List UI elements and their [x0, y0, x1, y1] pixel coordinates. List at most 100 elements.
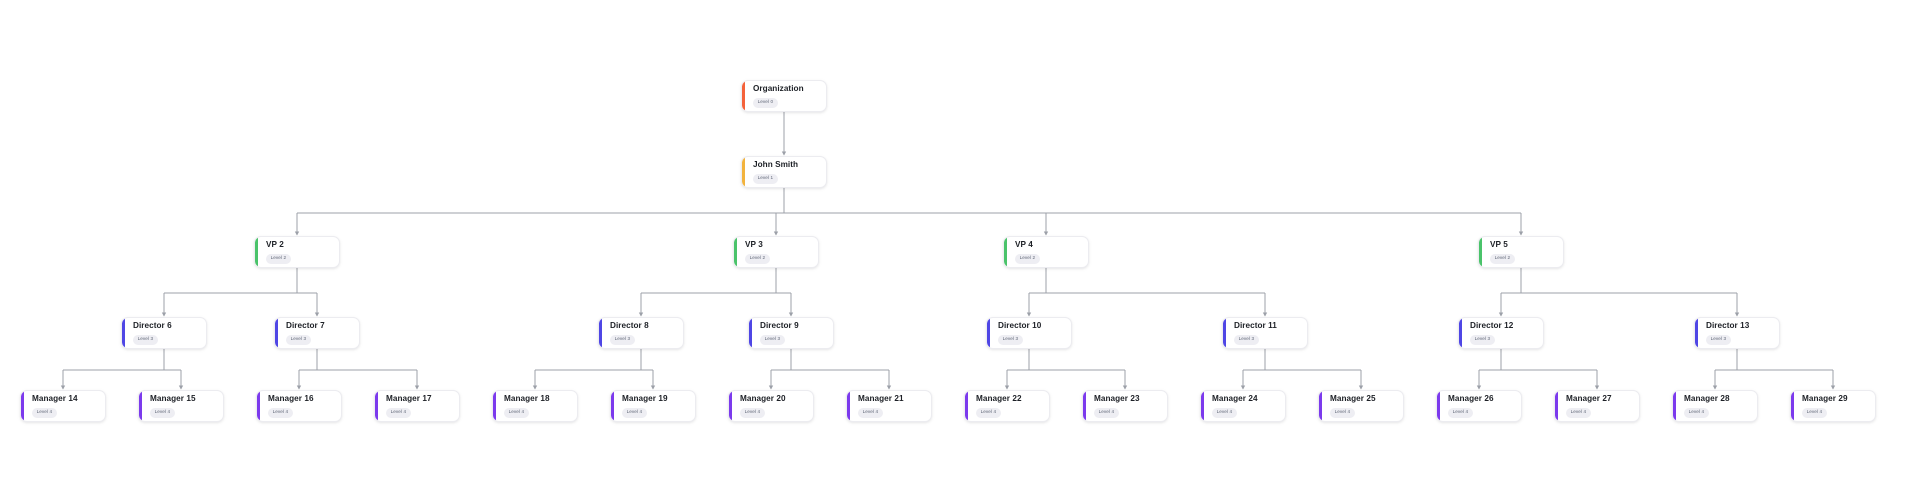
- node-title: Manager 27: [1566, 394, 1612, 404]
- level-accent-bar: [21, 391, 24, 421]
- node-level-badge: Level 4: [1330, 407, 1355, 418]
- node-level-badge: Level 4: [1566, 407, 1591, 418]
- node-level-badge: Level 3: [760, 334, 785, 345]
- node-level-badge: Level 3: [998, 334, 1023, 345]
- node-level-badge: Level 4: [150, 407, 175, 418]
- level-accent-bar: [1695, 318, 1698, 348]
- level-accent-bar: [847, 391, 850, 421]
- node-title: Manager 15: [150, 394, 196, 404]
- node-level-badge: Level 4: [1684, 407, 1709, 418]
- level-accent-bar: [742, 157, 745, 187]
- org-node-n15[interactable]: Manager 15 Level 4: [138, 390, 224, 422]
- level-accent-bar: [599, 318, 602, 348]
- node-level-badge: Level 4: [858, 407, 883, 418]
- level-accent-bar: [1479, 237, 1482, 267]
- node-title: Manager 18: [504, 394, 550, 404]
- level-accent-bar: [1319, 391, 1322, 421]
- level-accent-bar: [1201, 391, 1204, 421]
- level-accent-bar: [1004, 237, 1007, 267]
- node-title: Director 10: [998, 321, 1042, 331]
- node-level-badge: Level 4: [1212, 407, 1237, 418]
- node-level-badge: Level 2: [1015, 253, 1040, 264]
- org-node-n3[interactable]: VP 3 Level 2: [733, 236, 819, 268]
- org-node-n13[interactable]: Director 13 Level 3: [1694, 317, 1780, 349]
- node-level-badge: Level 4: [622, 407, 647, 418]
- org-node-n29[interactable]: Manager 29 Level 4: [1790, 390, 1876, 422]
- org-node-n10[interactable]: Director 10 Level 3: [986, 317, 1072, 349]
- org-node-n6[interactable]: Director 6 Level 3: [121, 317, 207, 349]
- level-accent-bar: [611, 391, 614, 421]
- org-node-n4[interactable]: VP 4 Level 2: [1003, 236, 1089, 268]
- level-accent-bar: [1459, 318, 1462, 348]
- node-level-badge: Level 4: [740, 407, 765, 418]
- node-title: Director 8: [610, 321, 649, 331]
- level-accent-bar: [275, 318, 278, 348]
- org-node-n8[interactable]: Director 8 Level 3: [598, 317, 684, 349]
- level-accent-bar: [1083, 391, 1086, 421]
- node-title: John Smith: [753, 160, 799, 170]
- node-title: VP 3: [745, 240, 763, 250]
- level-accent-bar: [734, 237, 737, 267]
- node-title: VP 5: [1490, 240, 1508, 250]
- node-level-badge: Level 4: [504, 407, 529, 418]
- node-title: VP 2: [266, 240, 284, 250]
- node-title: Manager 22: [976, 394, 1022, 404]
- node-title: Director 13: [1706, 321, 1750, 331]
- node-level-badge: Level 3: [286, 334, 311, 345]
- level-accent-bar: [122, 318, 125, 348]
- level-accent-bar: [742, 81, 745, 111]
- node-level-badge: Level 0: [753, 97, 778, 108]
- node-title: Manager 29: [1802, 394, 1848, 404]
- org-node-n23[interactable]: Manager 23 Level 4: [1082, 390, 1168, 422]
- node-title: VP 4: [1015, 240, 1033, 250]
- node-level-badge: Level 1: [753, 173, 778, 184]
- node-title: Manager 16: [268, 394, 314, 404]
- org-node-n22[interactable]: Manager 22 Level 4: [964, 390, 1050, 422]
- node-level-badge: Level 2: [745, 253, 770, 264]
- level-accent-bar: [729, 391, 732, 421]
- org-node-n18[interactable]: Manager 18 Level 4: [492, 390, 578, 422]
- node-level-badge: Level 4: [976, 407, 1001, 418]
- level-accent-bar: [987, 318, 990, 348]
- node-level-badge: Level 3: [1234, 334, 1259, 345]
- node-title: Manager 23: [1094, 394, 1140, 404]
- node-level-badge: Level 3: [1706, 334, 1731, 345]
- node-level-badge: Level 4: [1448, 407, 1473, 418]
- level-accent-bar: [375, 391, 378, 421]
- node-title: Director 6: [133, 321, 172, 331]
- level-accent-bar: [257, 391, 260, 421]
- node-level-badge: Level 4: [1802, 407, 1827, 418]
- node-level-badge: Level 4: [1094, 407, 1119, 418]
- org-node-n27[interactable]: Manager 27 Level 4: [1554, 390, 1640, 422]
- level-accent-bar: [1555, 391, 1558, 421]
- level-accent-bar: [493, 391, 496, 421]
- level-accent-bar: [255, 237, 258, 267]
- node-title: Manager 26: [1448, 394, 1494, 404]
- level-accent-bar: [1791, 391, 1794, 421]
- org-node-n26[interactable]: Manager 26 Level 4: [1436, 390, 1522, 422]
- node-level-badge: Level 3: [1470, 334, 1495, 345]
- level-accent-bar: [1673, 391, 1676, 421]
- node-title: Organization: [753, 84, 804, 94]
- node-level-badge: Level 3: [133, 334, 158, 345]
- node-level-badge: Level 3: [610, 334, 635, 345]
